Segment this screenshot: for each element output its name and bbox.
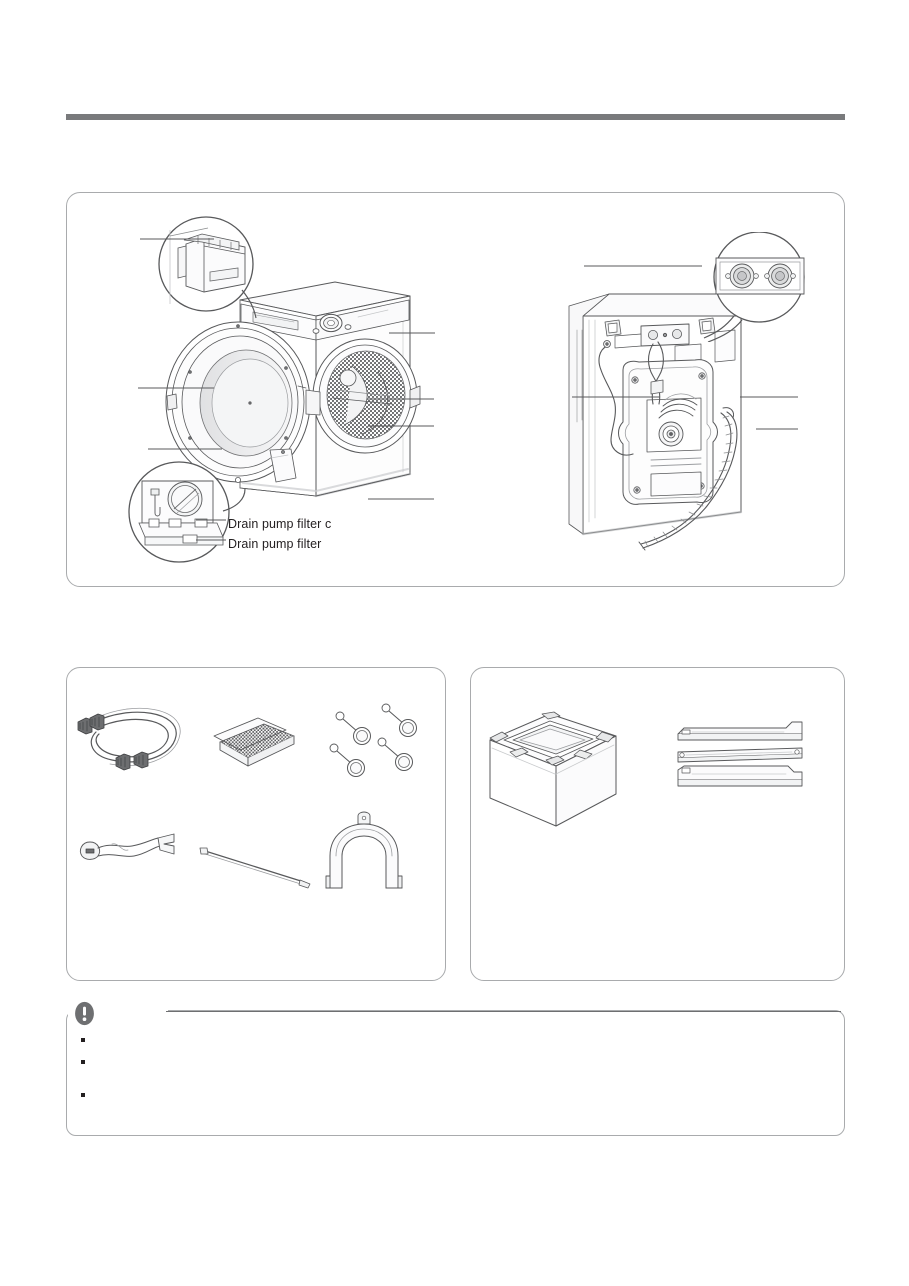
exclamation-circle-icon bbox=[74, 1001, 95, 1026]
drain-pump-filter-cover-label: Drain pump filter c bbox=[228, 517, 332, 531]
header-divider bbox=[66, 114, 845, 120]
drain-pump-filter-label: Drain pump filter bbox=[228, 537, 322, 551]
note-heading-rule bbox=[166, 1011, 841, 1012]
included-accessories-panel bbox=[66, 667, 446, 981]
note-bullet-2 bbox=[81, 1060, 85, 1064]
note-panel bbox=[66, 1010, 845, 1136]
note-bullet-3 bbox=[81, 1093, 85, 1097]
parts-diagram-panel bbox=[66, 192, 845, 587]
note-bullet-1 bbox=[81, 1038, 85, 1042]
optional-accessories-panel bbox=[470, 667, 845, 981]
